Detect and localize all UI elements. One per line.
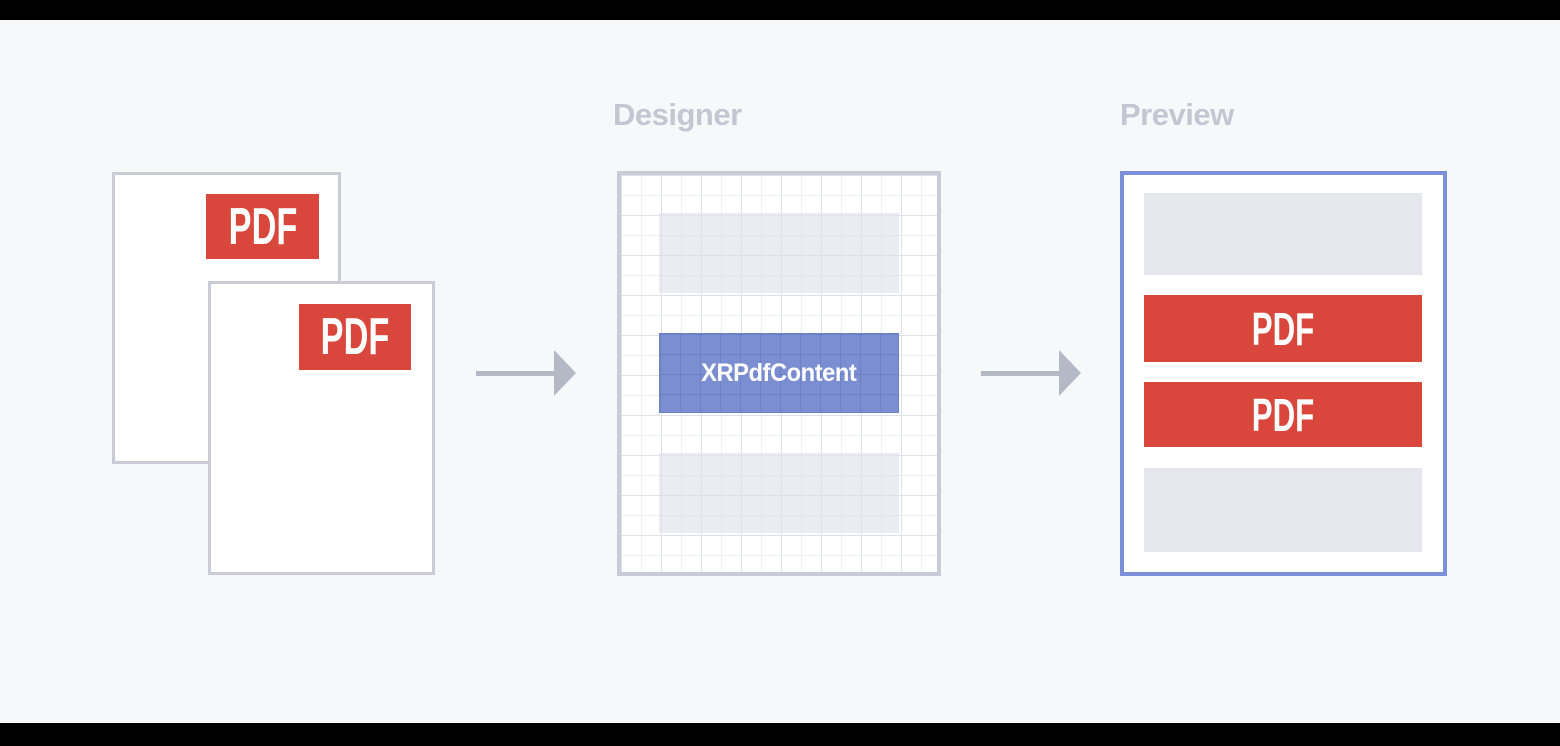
preview-placeholder-bar [1144,468,1422,552]
pdf-badge: PDF [206,194,319,259]
preview-pdf-label: PDF [1251,302,1315,355]
flow-arrow-icon [981,350,1081,397]
letterbox-bottom [0,723,1560,746]
designer-section-title: Designer [613,97,742,132]
pdf-badge: PDF [299,304,411,370]
designer-placeholder-band [659,453,899,533]
designer-placeholder-band [659,213,899,293]
arrow-head [554,350,576,396]
letterbox-top [0,0,1560,20]
xrpdfcontent-label: XRPdfContent [701,358,857,387]
pdf-badge-label: PDF [320,308,390,366]
preview-page: PDF PDF [1120,171,1447,576]
preview-pdf-label: PDF [1251,388,1315,441]
xrpdfcontent-control: XRPdfContent [659,333,899,413]
arrow-shaft [981,371,1061,376]
arrow-shaft [476,371,556,376]
pdf-badge-label: PDF [228,197,297,256]
arrow-head [1059,350,1081,396]
preview-placeholder-bar [1144,193,1422,275]
preview-section-title: Preview [1120,97,1234,132]
preview-pdf-bar: PDF [1144,295,1422,362]
designer-canvas: XRPdfContent [617,171,941,576]
preview-pdf-bar: PDF [1144,382,1422,447]
flow-arrow-icon [476,350,576,397]
